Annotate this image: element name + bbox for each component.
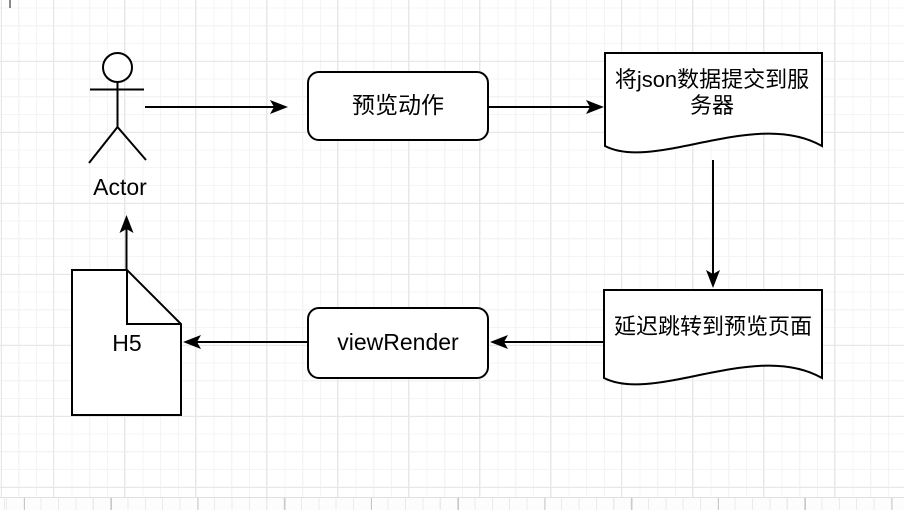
h5-note-fold: [126, 270, 181, 325]
page-edge-band: [0, 497, 904, 510]
arrowhead-up-icon: [119, 215, 134, 233]
arrowhead-right-icon: [586, 100, 604, 114]
submit-json-label[interactable]: 将json数据提交到服 务器: [614, 67, 810, 118]
arrow-actor-to-preview[interactable]: [145, 100, 288, 114]
arrowhead-left-icon: [183, 335, 201, 349]
h5-label[interactable]: H5: [112, 329, 142, 356]
submit-json-node[interactable]: [604, 52, 823, 154]
h5-note-outline[interactable]: [71, 269, 182, 416]
arrow-submit-to-delay[interactable]: [706, 160, 720, 288]
h5-node[interactable]: [71, 269, 182, 416]
delay-jump-node[interactable]: [603, 289, 823, 386]
arrow-preview-to-submit[interactable]: [488, 100, 604, 114]
view-render-label[interactable]: viewRender: [337, 329, 459, 356]
actor-leg-left[interactable]: [88, 126, 119, 164]
arrow-h5-to-actor[interactable]: [119, 215, 134, 270]
actor-label[interactable]: Actor: [93, 174, 147, 201]
delay-jump-label[interactable]: 延迟跳转到预览页面: [613, 314, 812, 340]
arrow-delay-to-viewrender[interactable]: [490, 335, 604, 349]
actor-head[interactable]: [102, 52, 133, 83]
arrow-viewrender-to-h5[interactable]: [183, 335, 308, 349]
preview-action-label[interactable]: 预览动作: [352, 92, 444, 119]
actor-node[interactable]: [88, 52, 147, 164]
arrowhead-left-icon: [490, 335, 508, 349]
actor-leg-right[interactable]: [116, 126, 147, 161]
page-boundary-tick: [9, 0, 11, 8]
arrowhead-down-icon: [706, 270, 720, 288]
arrowhead-right-icon: [270, 100, 288, 114]
